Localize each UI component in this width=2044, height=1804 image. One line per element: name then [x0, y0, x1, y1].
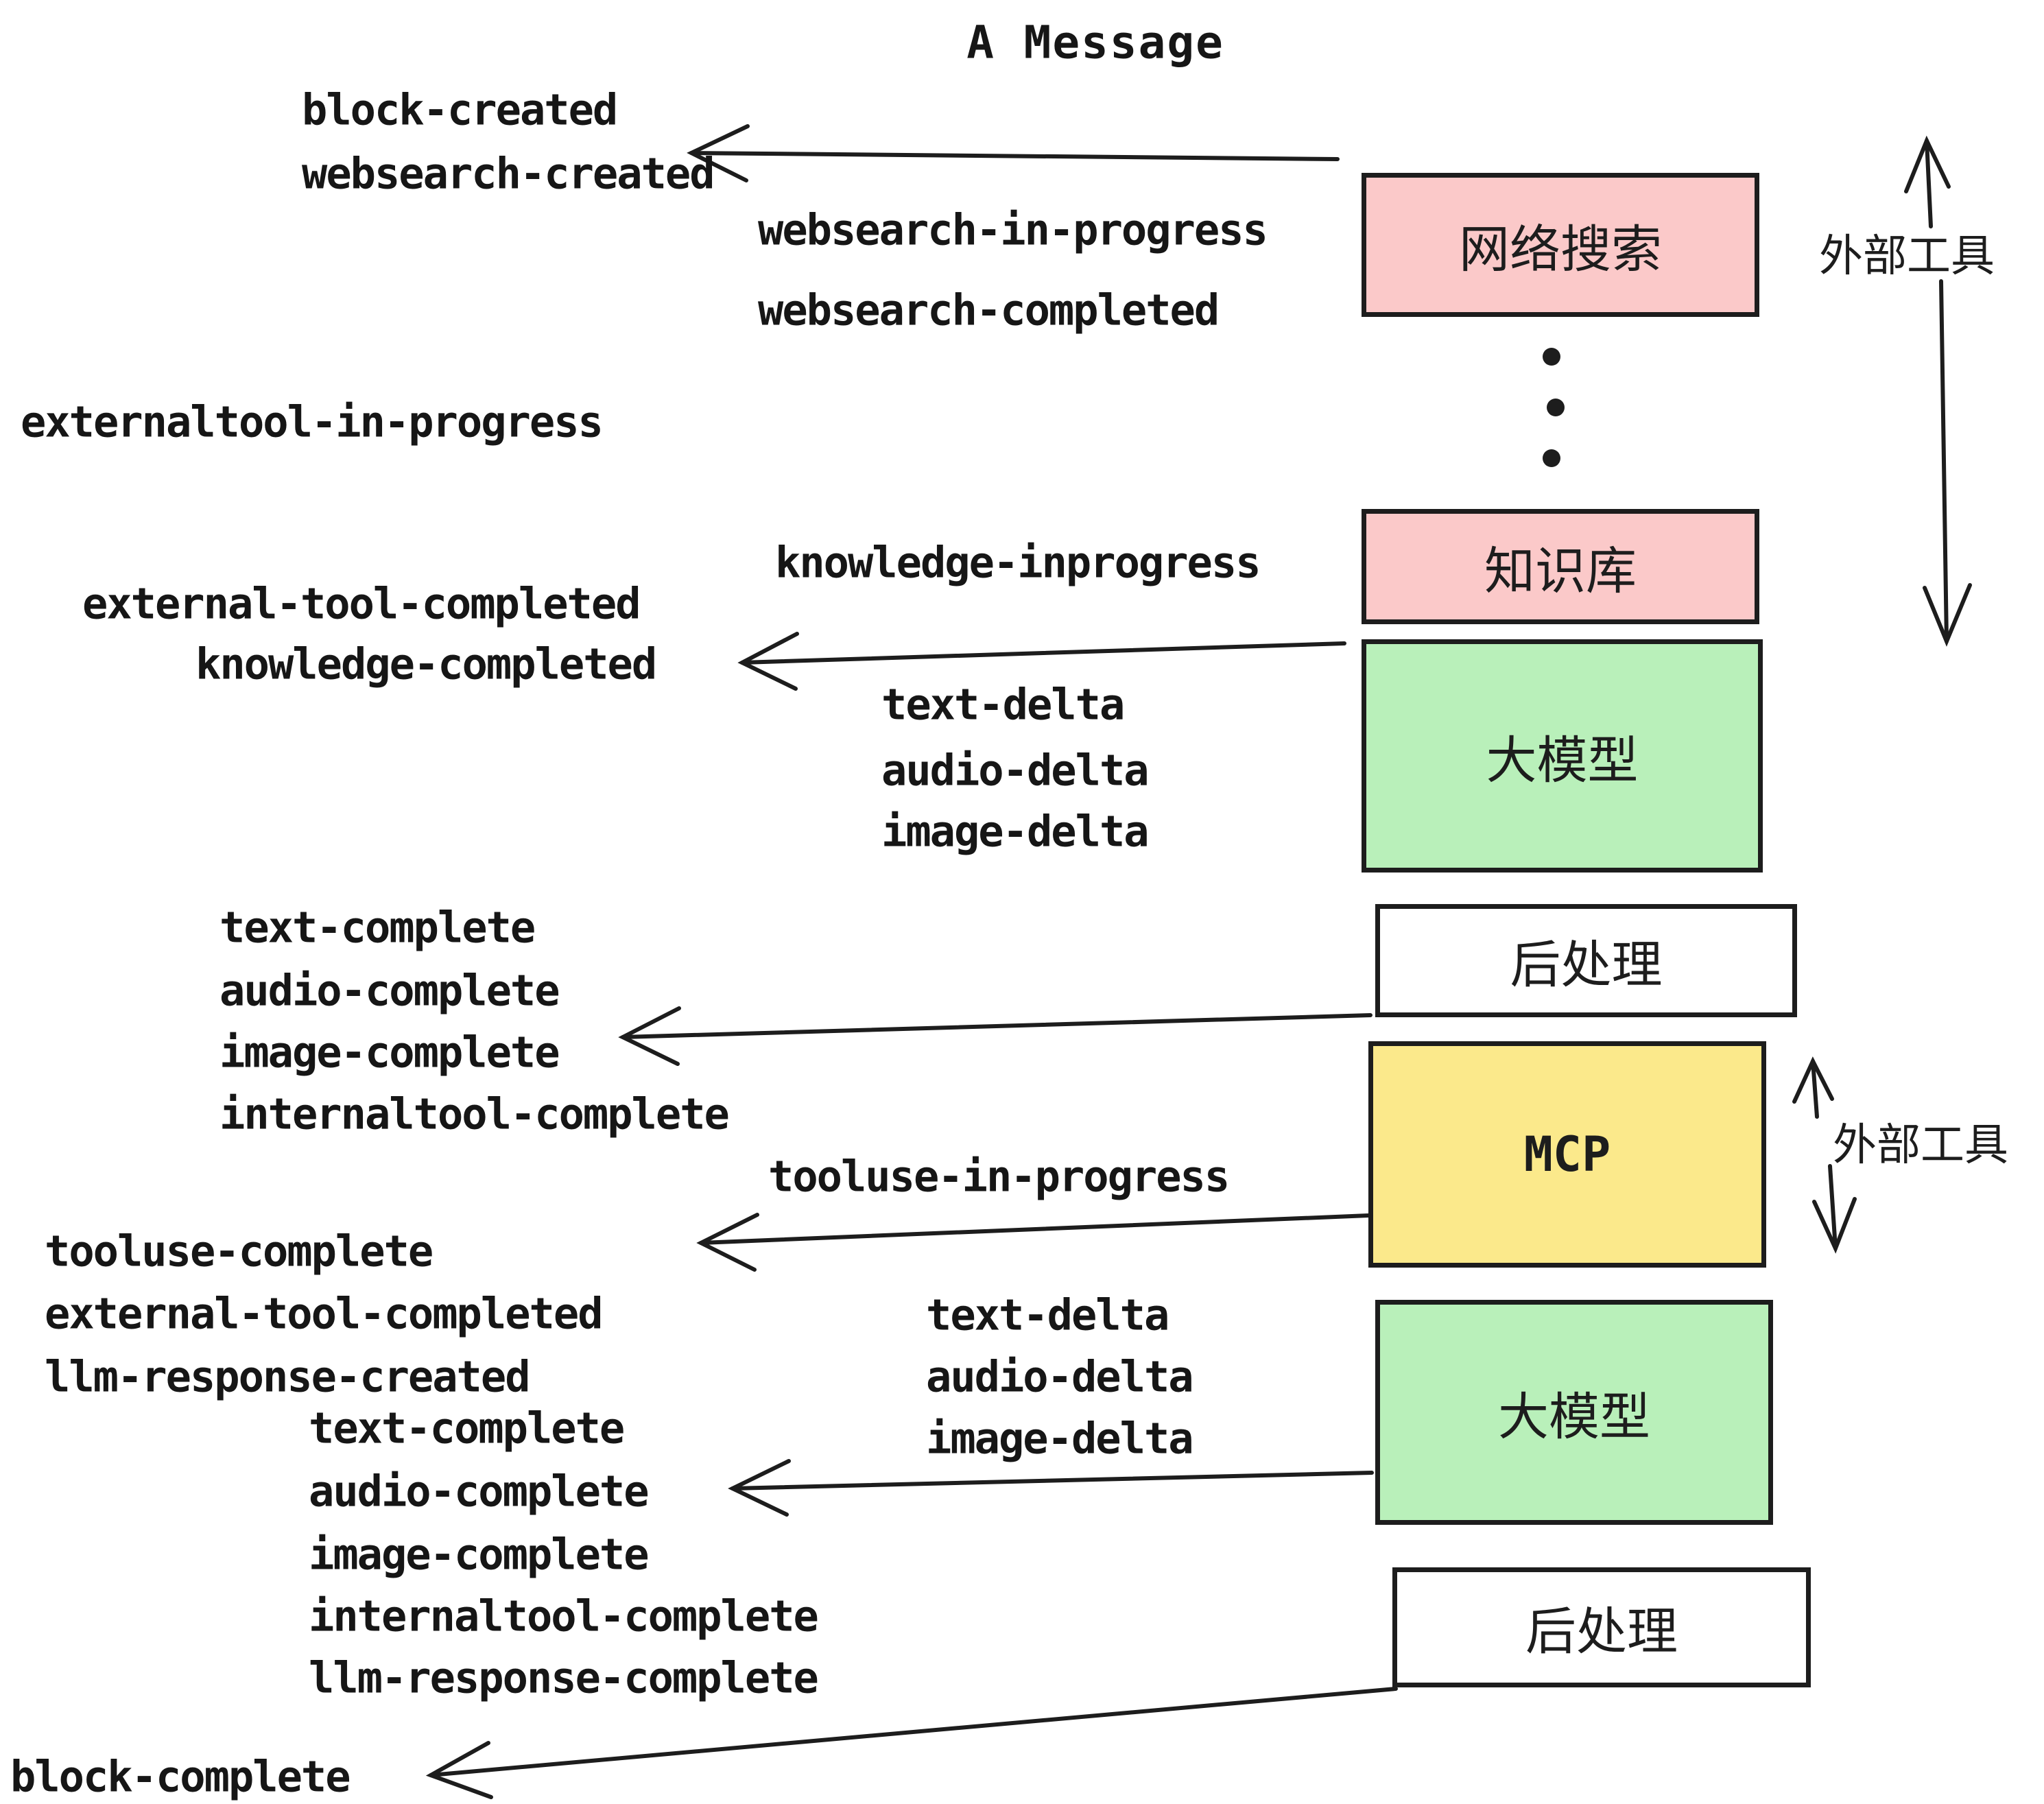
external-tools-mcp-down-arrow — [1812, 1164, 1857, 1254]
event-knowledge-inprogress: knowledge-inprogress — [775, 537, 1261, 588]
box-websearch-label: 网络搜索 — [1459, 219, 1662, 279]
event-text-complete-1: text-complete — [219, 902, 536, 953]
event-tooluse-complete: tooluse-complete — [45, 1226, 433, 1277]
box-llm-top-label: 大模型 — [1486, 731, 1639, 790]
arrow-to-tooluse-complete — [696, 1213, 1370, 1272]
event-image-complete-1: image-complete — [219, 1027, 560, 1078]
event-image-complete-2: image-complete — [309, 1529, 650, 1580]
event-internaltool-complete-2: internaltool-complete — [309, 1591, 819, 1641]
arrow-to-image-complete — [618, 1006, 1372, 1066]
event-tooluse-in-progress: tooluse-in-progress — [768, 1151, 1230, 1202]
arrow-to-audio-complete — [728, 1459, 1374, 1517]
arrow-to-block-complete — [425, 1687, 1398, 1799]
page-title: A Message — [966, 16, 1224, 69]
box-mcp-label: MCP — [1523, 1126, 1611, 1183]
event-audio-delta-2: audio-delta — [926, 1351, 1194, 1402]
box-llm-top: 大模型 — [1362, 639, 1763, 873]
event-text-delta-1: text-delta — [881, 679, 1125, 730]
event-image-delta-2: image-delta — [926, 1413, 1194, 1464]
event-websearch-created: websearch-created — [302, 148, 715, 199]
event-externaltool-in-progress: externaltool-in-progress — [21, 396, 604, 447]
event-text-delta-2: text-delta — [926, 1290, 1169, 1340]
box-llm-bottom-label: 大模型 — [1498, 1387, 1650, 1447]
event-audio-complete-2: audio-complete — [309, 1466, 650, 1517]
arrow-to-block-created — [687, 124, 1340, 182]
event-block-complete: block-complete — [10, 1751, 351, 1802]
event-audio-delta-1: audio-delta — [881, 745, 1150, 796]
box-post-bottom-label: 后处理 — [1525, 1602, 1678, 1661]
event-llm-response-created: llm-response-created — [45, 1351, 531, 1402]
event-text-complete-2: text-complete — [309, 1403, 625, 1453]
ellipsis-dots — [1543, 348, 1565, 467]
event-image-delta-1: image-delta — [881, 806, 1150, 857]
event-websearch-completed: websearch-completed — [758, 285, 1220, 335]
box-knowledge: 知识库 — [1362, 509, 1759, 624]
event-audio-complete-1: audio-complete — [219, 965, 560, 1016]
box-post-bottom: 后处理 — [1392, 1567, 1811, 1687]
box-knowledge-label: 知识库 — [1484, 541, 1637, 601]
external-tools-down-arrow — [1923, 279, 1972, 647]
external-tools-mcp-up-arrow — [1792, 1056, 1834, 1119]
box-post-top-label: 后处理 — [1510, 936, 1663, 995]
event-block-created: block-created — [302, 84, 618, 135]
box-llm-bottom: 大模型 — [1375, 1300, 1773, 1525]
event-knowledge-completed: knowledge-completed — [195, 639, 657, 689]
external-tools-top-label: 外部工具 — [1819, 231, 1995, 282]
event-internaltool-complete-1: internaltool-complete — [219, 1089, 730, 1139]
box-mcp: MCP — [1368, 1041, 1766, 1268]
event-llm-response-complete: llm-response-complete — [309, 1652, 819, 1703]
event-websearch-in-progress: websearch-in-progress — [758, 204, 1268, 255]
external-tools-up-arrow — [1904, 135, 1951, 228]
event-external-tool-completed-1: external-tool-completed — [82, 578, 641, 629]
event-external-tool-completed-2: external-tool-completed — [45, 1288, 604, 1339]
box-websearch: 网络搜索 — [1362, 173, 1759, 317]
arrow-to-knowledge-completed — [737, 632, 1346, 691]
external-tools-mcp-label: 外部工具 — [1833, 1120, 2008, 1171]
box-post-top: 后处理 — [1375, 904, 1797, 1017]
